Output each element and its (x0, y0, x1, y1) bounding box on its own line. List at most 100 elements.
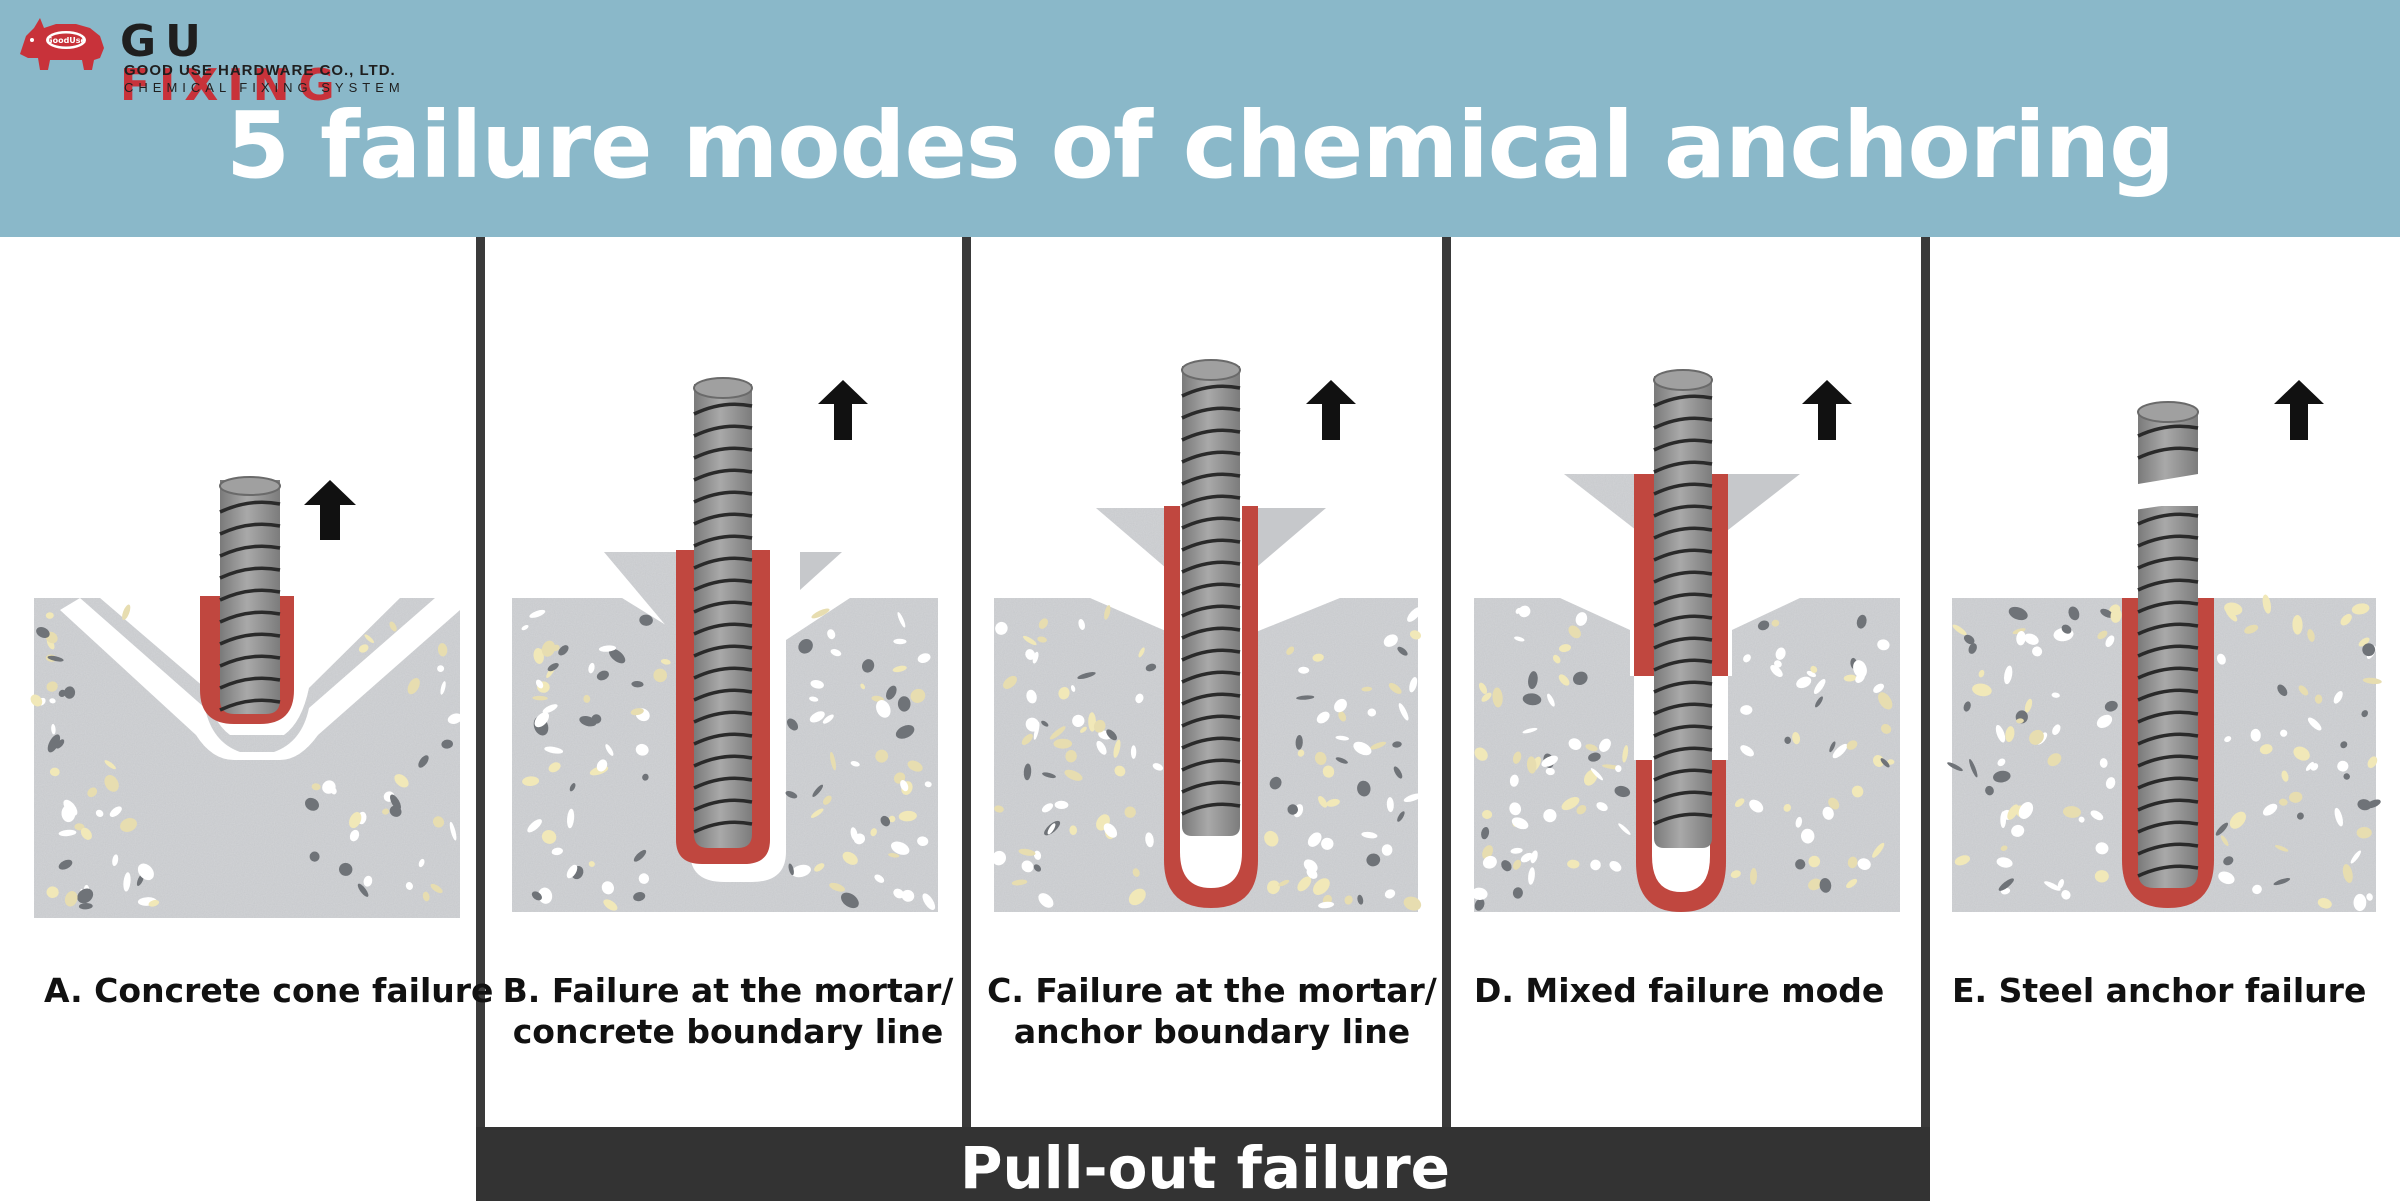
rebar-rib (2137, 600, 2199, 614)
rebar-rib (219, 500, 281, 514)
aggregate-stone (1822, 806, 1834, 820)
aggregate-stone (1590, 768, 1604, 781)
aggregate-stone (74, 823, 85, 831)
aggregate-stone (2220, 835, 2229, 847)
aggregate-stone (631, 680, 644, 688)
aggregate-stone (886, 685, 897, 700)
aggregate-stone (1026, 689, 1037, 704)
aggregate-stone (1567, 859, 1580, 869)
aggregate-stone (2340, 741, 2348, 749)
aggregate-stone (1392, 741, 1402, 748)
aggregate-stone (893, 888, 904, 899)
aggregate-stone (1770, 665, 1783, 677)
aggregate-stone (2096, 714, 2113, 729)
aggregate-stone (1784, 736, 1792, 744)
aggregate-stone (633, 892, 646, 902)
aggregate-stone (1843, 674, 1857, 682)
aggregate-stone (1065, 750, 1077, 763)
aggregate-stone (77, 888, 94, 904)
aggregate-stone (1033, 850, 1042, 860)
rebar-rib (693, 600, 753, 614)
aggregate-texture (30, 604, 463, 910)
aggregate-stone (1104, 605, 1111, 620)
aggregate-stone (407, 677, 420, 695)
aggregate-stone (1145, 663, 1157, 672)
aggregate-stone (2063, 806, 2081, 818)
aggregate-stone (633, 849, 647, 862)
rebar-rib (2137, 666, 2199, 680)
aggregate-stone (80, 827, 92, 840)
aggregate-stone (1474, 747, 1488, 761)
rebar-rib (1181, 626, 1241, 640)
aggregate-stone (900, 780, 909, 792)
rebar-rib (219, 610, 281, 624)
aggregate-stone (1021, 860, 1034, 873)
aggregate-stone (1297, 876, 1312, 892)
aggregate-stone (1792, 731, 1801, 745)
aggregate-stone (630, 708, 644, 716)
aggregate-stone (2358, 637, 2370, 647)
aggregate-stone (1520, 852, 1533, 863)
aggregate-stone (1832, 743, 1848, 759)
aggregate-stone (1622, 745, 1629, 763)
rebar-rib (219, 588, 281, 602)
aggregate-stone (1313, 878, 1330, 895)
aggregate-stone (2244, 624, 2259, 634)
aggregate-stone (2362, 677, 2382, 685)
aggregate-stone (2273, 878, 2291, 886)
aggregate-stone (1388, 682, 1402, 694)
aggregate-stone (810, 808, 824, 818)
aggregate-stone (809, 711, 825, 723)
cone-crack (60, 598, 460, 760)
aggregate-stone (1526, 756, 1537, 774)
aggregate-stone (349, 829, 360, 842)
aggregate-stone (2018, 802, 2034, 819)
pull-arrow-icon (304, 480, 356, 540)
aggregate-stone (322, 780, 336, 794)
aggregate-stone (1306, 868, 1318, 879)
rebar-rib (1653, 702, 1713, 716)
aggregate-stone (1103, 823, 1118, 838)
rebar-rib (1181, 450, 1241, 464)
mode-a-illustration (30, 476, 463, 918)
aggregate-stone (2105, 635, 2115, 647)
aggregate-stone (447, 713, 463, 724)
aggregate-stone (2078, 816, 2085, 823)
rebar-rib (1653, 768, 1713, 782)
aggregate-stone (897, 612, 906, 628)
aggregate-stone (2016, 631, 2026, 646)
aggregate-stone (532, 695, 548, 701)
rebar (694, 384, 752, 848)
aggregate-stone (49, 767, 60, 777)
aggregate-stone (1482, 855, 1497, 869)
aggregate-stone (1749, 868, 1758, 885)
aggregate-stone (809, 696, 819, 702)
aggregate-stone (1042, 772, 1056, 779)
aggregate-stone (588, 861, 595, 867)
aggregate-stone (533, 648, 544, 664)
aggregate-stone (791, 864, 811, 878)
aggregate-stone (422, 891, 430, 902)
aggregate-stone (382, 808, 390, 815)
aggregate-stone (1361, 686, 1373, 692)
rebar-rib (1653, 526, 1713, 540)
rebar-rib (2137, 688, 2199, 702)
aggregate-stone (2061, 624, 2072, 634)
aggregate-stone (2225, 607, 2238, 622)
rebar-rib (2137, 864, 2199, 878)
aggregate-stone (2279, 798, 2288, 806)
aggregate-stone (2099, 758, 2108, 768)
aggregate-stone (1366, 853, 1381, 867)
aggregate-stone (2216, 653, 2226, 665)
rebar-rib (1181, 692, 1241, 706)
aggregate-stone (1568, 738, 1582, 750)
aggregate-stone (1575, 612, 1588, 626)
aggregate-stone (1599, 738, 1611, 752)
aggregate-stone (1808, 855, 1821, 868)
aggregate-stone (1510, 847, 1523, 854)
aggregate-stone (1054, 800, 1069, 810)
panel-divider (476, 237, 485, 1127)
mode-e-caption: E. Steel anchor failure (1952, 971, 2367, 1010)
aggregate-stone (542, 704, 558, 714)
rebar-rib (1181, 516, 1241, 530)
